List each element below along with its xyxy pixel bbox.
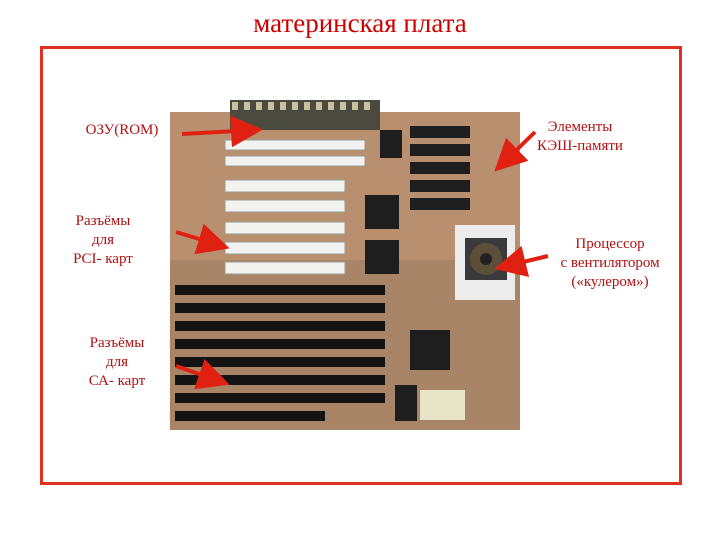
cpu-fan-hub [480, 253, 492, 265]
label-cpu: Процессор с вентилятором («кулером») [540, 235, 680, 292]
label-cpu-line-3: («кулером») [571, 274, 649, 290]
label-cpu-line-1: Процессор [575, 236, 645, 252]
isa-slots [175, 285, 385, 421]
label-cache-line-2: КЭШ-памяти [537, 138, 623, 154]
label-ram: ОЗУ(ROM) [72, 121, 172, 140]
chipset-3 [410, 330, 450, 370]
motherboard-photo [170, 100, 520, 430]
top-chip-pins [232, 102, 370, 110]
label-pci: Разъёмы для PCI- карт [58, 212, 148, 269]
label-isa: Разъёмы для СА- карт [72, 334, 162, 391]
label-pci-line-2: для [91, 232, 115, 248]
label-cpu-line-2: с вентилятором [560, 255, 660, 271]
label-isa-line-3: СА- карт [88, 373, 146, 389]
slide-frame [40, 46, 682, 485]
chipset-2 [365, 240, 399, 274]
label-ram-line: ОЗУ(ROM) [85, 122, 159, 138]
label-pci-line-3: PCI- карт [73, 251, 133, 267]
bios-chip [395, 385, 417, 421]
label-pci-line-1: Разъёмы [75, 213, 131, 229]
chipset-1 [365, 195, 399, 229]
label-cache: Элементы КЭШ-памяти [520, 118, 640, 156]
label-isa-line-2: для [105, 354, 129, 370]
cache-chips [380, 126, 470, 210]
white-slots [224, 139, 366, 275]
slide-title: материнская плата [253, 8, 467, 38]
connector-block [420, 390, 465, 420]
label-isa-line-1: Разъёмы [89, 335, 145, 351]
label-cache-line-1: Элементы [547, 119, 613, 135]
